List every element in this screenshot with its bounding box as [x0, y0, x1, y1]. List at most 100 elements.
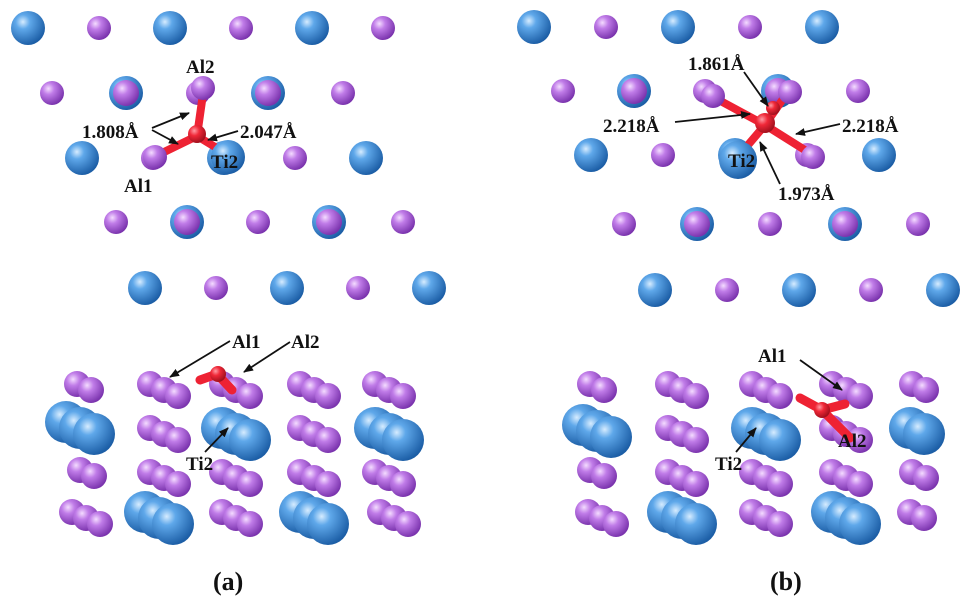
arrow-b-side-al1 — [799, 359, 843, 391]
atom-layer-front — [143, 76, 830, 418]
aluminum-atom — [237, 471, 263, 497]
titanium-atom — [65, 141, 99, 175]
aluminum-atom-al1 — [143, 145, 167, 169]
red-atom-b-top-2 — [766, 101, 780, 115]
titanium-atom — [675, 503, 717, 545]
label-b-top-dist-1973: 1.973Å — [778, 184, 835, 205]
arrow-b-1973 — [759, 141, 781, 185]
aluminum-atom — [738, 15, 762, 39]
red-atom-a-side — [210, 366, 226, 382]
aluminum-atom — [758, 212, 782, 236]
label-a-top-dist-2047: 2.047Å — [240, 122, 297, 143]
aluminum-atom — [832, 211, 858, 237]
titanium-atom — [590, 416, 632, 458]
arrow-a-side-ti2 — [204, 427, 229, 453]
aluminum-atom — [913, 377, 939, 403]
arrow-b-1861 — [743, 71, 769, 107]
aluminum-atom — [913, 465, 939, 491]
red-atom-b-top — [755, 113, 775, 133]
aluminum-atom — [767, 471, 793, 497]
aluminum-atom — [684, 211, 710, 237]
aluminum-atom — [715, 278, 739, 302]
aluminum-atom — [767, 511, 793, 537]
label-a-side-al2: Al2 — [291, 332, 320, 353]
aluminum-atom — [315, 383, 341, 409]
aluminum-atom — [87, 16, 111, 40]
titanium-atom — [229, 419, 271, 461]
aluminum-atom — [331, 81, 355, 105]
aluminum-atom — [683, 471, 709, 497]
titanium-atom — [926, 273, 960, 307]
aluminum-atom — [859, 278, 883, 302]
aluminum-atom — [683, 383, 709, 409]
titanium-atom — [295, 11, 329, 45]
label-b-side-al1: Al1 — [758, 346, 787, 367]
aluminum-atom — [594, 15, 618, 39]
aluminum-atom — [767, 383, 793, 409]
aluminum-atom-al2 — [191, 76, 215, 100]
aluminum-atom — [847, 427, 873, 453]
aluminum-atom — [847, 471, 873, 497]
aluminum-atom — [165, 427, 191, 453]
aluminum-atom — [390, 471, 416, 497]
titanium-atom — [574, 138, 608, 172]
titanium-atom — [349, 141, 383, 175]
titanium-atom — [412, 271, 446, 305]
aluminum-atom — [237, 511, 263, 537]
aluminum-atom — [315, 427, 341, 453]
aluminum-atom — [603, 511, 629, 537]
red-atom-a-top — [188, 125, 206, 143]
aluminum-atom — [113, 80, 139, 106]
aluminum-atom — [204, 276, 228, 300]
aluminum-atom — [612, 212, 636, 236]
arrow-b-side-ti2 — [735, 427, 757, 453]
titanium-atom — [153, 11, 187, 45]
aluminum-atom — [801, 145, 825, 169]
aluminum-atom — [229, 16, 253, 40]
aluminum-atom — [78, 377, 104, 403]
aluminum-atom — [906, 212, 930, 236]
aluminum-atom — [283, 146, 307, 170]
aluminum-atom — [165, 471, 191, 497]
aluminum-atom — [316, 209, 342, 235]
aluminum-atom — [246, 210, 270, 234]
titanium-atom — [759, 419, 801, 461]
aluminum-atom — [104, 210, 128, 234]
arrow-a-side-al1 — [169, 340, 231, 378]
aluminum-atom — [346, 276, 370, 300]
aluminum-atom — [683, 427, 709, 453]
aluminum-atom — [87, 511, 113, 537]
aluminum-atom — [551, 79, 575, 103]
arrow-b-2218-right — [795, 123, 841, 136]
label-b-side-al2: Al2 — [838, 431, 867, 452]
arrow-a-2047 — [207, 130, 239, 142]
label-a-top-al2: Al2 — [186, 57, 215, 78]
aluminum-atom — [701, 84, 725, 108]
titanium-atom — [839, 503, 881, 545]
aluminum-atom — [395, 511, 421, 537]
titanium-atom — [862, 138, 896, 172]
titanium-atom — [903, 413, 945, 455]
aluminum-atom — [778, 80, 802, 104]
aluminum-atom — [591, 377, 617, 403]
titanium-atom — [152, 503, 194, 545]
arrow-a-side-al2 — [243, 341, 291, 373]
aluminum-atom — [174, 209, 200, 235]
label-b-top-ti2: Ti2 — [728, 151, 755, 172]
label-b-top-dist-1861: 1.861Å — [688, 54, 745, 75]
aluminum-atom — [255, 80, 281, 106]
titanium-atom-ti2 — [719, 141, 757, 179]
atom-layer-back — [11, 10, 960, 545]
label-b-top-dist-2218-right: 2.218Å — [842, 116, 899, 137]
titanium-atom — [73, 413, 115, 455]
aluminum-atom — [81, 463, 107, 489]
arrow-b-2218-left — [674, 110, 751, 123]
titanium-atom — [782, 273, 816, 307]
red-atom-b-side — [814, 402, 830, 418]
aluminum-atom — [911, 505, 937, 531]
label-a-side-ti2: Ti2 — [186, 454, 213, 475]
titanium-atom — [638, 273, 672, 307]
titanium-atom — [382, 419, 424, 461]
aluminum-atom — [237, 383, 263, 409]
caption-a: (a) — [213, 567, 243, 596]
